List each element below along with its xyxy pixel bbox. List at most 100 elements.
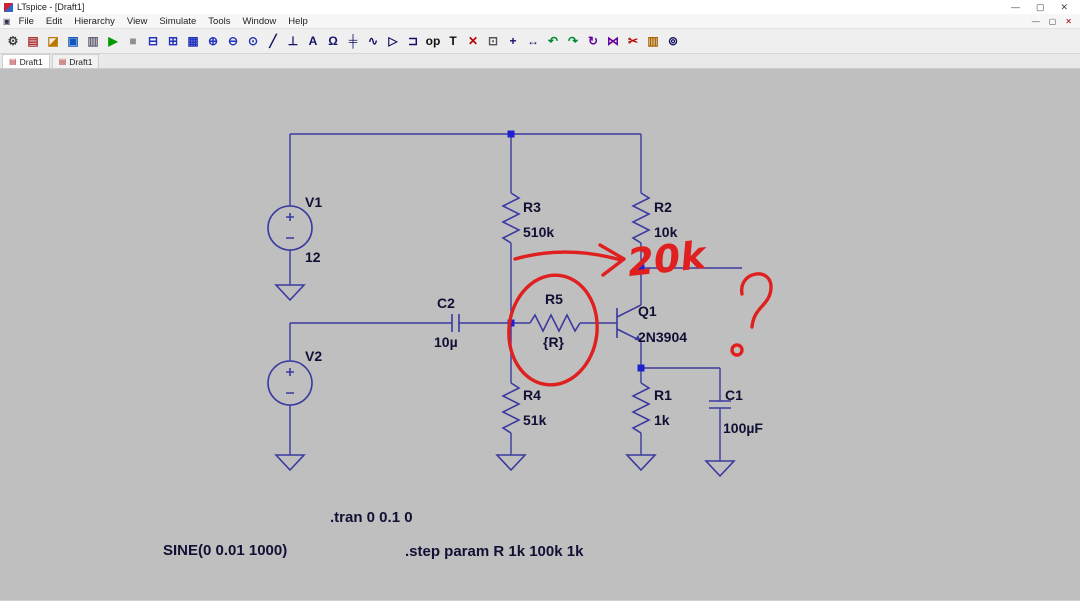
resistor-r4[interactable]: [502, 382, 520, 434]
q1-label[interactable]: Q1: [638, 303, 657, 319]
statusbar: [0, 600, 1080, 612]
schematic-canvas[interactable]: V1 12 V2 C2 10µ R3 510k R2 10k R5 {R} Q1…: [0, 69, 1080, 600]
tile-vertical-icon[interactable]: ⊟: [147, 34, 159, 48]
capacitor-icon[interactable]: ╪: [348, 34, 358, 48]
find-icon[interactable]: ⊚: [667, 34, 679, 48]
voltage-source-v2[interactable]: [267, 360, 313, 406]
v1-label[interactable]: V1: [305, 194, 322, 210]
net-label-icon[interactable]: A: [308, 34, 318, 48]
q1-value[interactable]: 2N3904: [638, 329, 687, 345]
r5-value[interactable]: {R}: [543, 334, 565, 350]
r3-label[interactable]: R3: [523, 199, 541, 215]
tab-label: Draft1: [19, 56, 43, 67]
menu-tools[interactable]: Tools: [208, 15, 231, 27]
tab-draft1[interactable]: ▤ Draft1: [2, 54, 50, 68]
ground-icon[interactable]: [705, 460, 735, 477]
redo-icon[interactable]: ↷: [567, 34, 579, 48]
open-file-icon[interactable]: ◪: [47, 34, 59, 48]
undo-icon[interactable]: ↶: [547, 34, 559, 48]
schematic-tab-icon: ▤: [9, 57, 17, 66]
tile-horizontal-icon[interactable]: ⊞: [167, 34, 179, 48]
window-title: LTspice - [Draft1]: [17, 2, 85, 12]
menu-simulate[interactable]: Simulate: [159, 15, 197, 27]
resistor-r5[interactable]: [529, 314, 581, 332]
delete-icon[interactable]: ✕: [467, 34, 479, 48]
menu-edit[interactable]: Edit: [45, 15, 63, 27]
v1-value[interactable]: 12: [305, 249, 321, 265]
tab-draft1-2[interactable]: ▤ Draft1: [51, 54, 100, 68]
ground-icon[interactable]: [626, 454, 656, 471]
titlebar: LTspice - [Draft1] — ▢ ✕: [0, 0, 1080, 14]
r5-label[interactable]: R5: [545, 291, 563, 307]
ground-icon[interactable]: [496, 454, 526, 471]
print-icon[interactable]: ▥: [87, 34, 99, 48]
menu-file[interactable]: File: [18, 15, 34, 27]
new-schematic-icon[interactable]: ▤: [27, 34, 39, 48]
resistor-r1[interactable]: [632, 382, 650, 434]
ground-icon[interactable]: [275, 454, 305, 471]
c2-label[interactable]: C2: [437, 295, 455, 311]
ground-icon[interactable]: [275, 284, 305, 301]
ground-symbols[interactable]: [275, 284, 735, 477]
c1-label[interactable]: C1: [725, 387, 743, 403]
zoom-in-icon[interactable]: ⊕: [207, 34, 219, 48]
r4-value[interactable]: 51k: [523, 412, 547, 428]
copy-icon[interactable]: ⊡: [487, 34, 499, 48]
halt-icon[interactable]: ■: [129, 34, 137, 48]
r2-value[interactable]: 10k: [654, 224, 678, 240]
c2-value[interactable]: 10µ: [434, 334, 458, 350]
mirror-icon[interactable]: ⋈: [607, 34, 619, 48]
menu-help[interactable]: Help: [288, 15, 308, 27]
scissors-icon[interactable]: ✂: [627, 34, 639, 48]
inductor-icon[interactable]: ∿: [367, 34, 379, 48]
paste-icon[interactable]: ▥: [647, 34, 659, 48]
minimize-button[interactable]: —: [1010, 1, 1020, 12]
ground-icon[interactable]: ⊥: [287, 34, 299, 48]
menu-window[interactable]: Window: [242, 15, 277, 27]
mdi-close-button[interactable]: ✕: [1065, 16, 1072, 26]
r4-label[interactable]: R4: [523, 387, 541, 403]
cascade-icon[interactable]: ▦: [187, 34, 199, 48]
wires[interactable]: [289, 133, 742, 461]
sine-value-text[interactable]: SINE(0 0.01 1000): [163, 542, 287, 559]
r2-label[interactable]: R2: [654, 199, 672, 215]
r1-label[interactable]: R1: [654, 387, 672, 403]
mdi-minimize-button[interactable]: —: [1031, 16, 1040, 26]
resistor-r2[interactable]: [632, 192, 650, 244]
drag-icon[interactable]: ↔: [527, 34, 539, 48]
capacitor-c2[interactable]: [451, 314, 460, 332]
step-directive[interactable]: .step param R 1k 100k 1k: [405, 543, 584, 560]
maximize-button[interactable]: ▢: [1035, 1, 1045, 12]
c1-value[interactable]: 100µF: [723, 420, 763, 436]
wire-icon[interactable]: ╱: [269, 34, 277, 48]
spice-directive-icon[interactable]: op: [425, 34, 441, 48]
rotate-icon[interactable]: ↻: [587, 34, 599, 48]
v2-label[interactable]: V2: [305, 348, 322, 364]
save-icon[interactable]: ▣: [67, 34, 79, 48]
resistor-icon[interactable]: Ω: [328, 34, 338, 48]
menu-view[interactable]: View: [126, 15, 148, 27]
annotation-arrow: [513, 250, 623, 262]
move-icon[interactable]: +: [509, 34, 517, 48]
text-icon[interactable]: T: [449, 34, 457, 48]
r1-value[interactable]: 1k: [654, 412, 670, 428]
resistor-r3[interactable]: [502, 192, 520, 244]
r3-value[interactable]: 510k: [523, 224, 554, 240]
schematic-tab-icon: ▤: [58, 57, 67, 66]
control-panel-icon[interactable]: ⚙: [7, 34, 19, 48]
zoom-full-icon[interactable]: ⊙: [247, 34, 259, 48]
zoom-out-icon[interactable]: ⊖: [227, 34, 239, 48]
run-icon[interactable]: ▶: [108, 34, 118, 48]
close-button[interactable]: ✕: [1060, 1, 1068, 12]
tran-directive[interactable]: .tran 0 0.1 0: [330, 509, 413, 526]
mdi-restore-button[interactable]: ▢: [1048, 16, 1057, 26]
window-controls: — ▢ ✕: [1010, 1, 1076, 12]
voltage-source-v1[interactable]: [267, 205, 313, 251]
component-icon[interactable]: ⊐: [407, 34, 419, 48]
menu-hierarchy[interactable]: Hierarchy: [74, 15, 115, 27]
transistor-q1[interactable]: [611, 304, 642, 342]
capacitor-c1[interactable]: [709, 400, 731, 409]
menu-items: File Edit Hierarchy View Simulate Tools Window…: [13, 16, 314, 27]
diode-icon[interactable]: ▷: [388, 34, 398, 48]
